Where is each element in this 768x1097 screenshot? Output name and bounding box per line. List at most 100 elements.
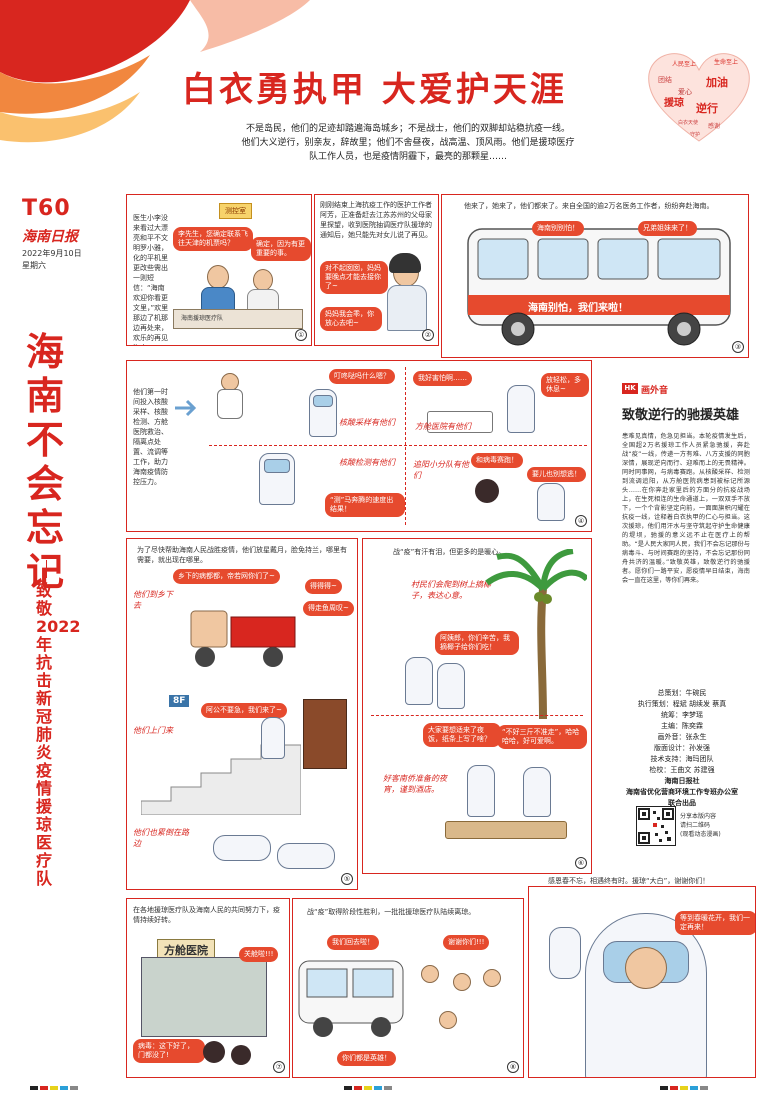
panel-number: ⑥ (575, 857, 587, 869)
speech-bubble: 病毒：这下好了，门都没了! (133, 1039, 205, 1063)
bus-illustration (467, 228, 731, 346)
medic-figure (437, 663, 465, 709)
medic-figure (507, 385, 535, 433)
medic-figure (261, 717, 285, 759)
credit-line: 主编：陈奕霖 (661, 722, 703, 730)
issue-date: 2022年9月10日 (22, 249, 82, 258)
credit-line: 版面设计：孙发强 (654, 744, 710, 752)
bus-banner: 海南别怕，我们来啦！ (528, 303, 628, 314)
scene-label: 核酸检测有他们 (339, 458, 395, 467)
color-registration-bar (344, 1086, 392, 1090)
scene-label: 方舱医院有他们 (415, 422, 471, 431)
scene-label: 他们到乡下去 (133, 590, 173, 610)
scene-label: 他们上门来 (133, 726, 173, 735)
speech-bubble: 和病毒赛跑！ (471, 453, 523, 468)
intro-text: 不是岛民，他们的足迹却踏遍海岛城乡；不是战士，他们的双脚却站稳抗疫一线。 他们大… (228, 122, 588, 164)
qr-code-icon[interactable] (636, 806, 676, 846)
scene-label: 好客南侨准备的夜宵，谨到酒店。 (383, 774, 447, 794)
comic-panel-1: 医生小李没来看过大漂亮和平不文明罗小雅，化的平机里更改些需出一则短信：“海南欢迎… (126, 194, 312, 346)
heart-word: 感谢 (708, 122, 720, 130)
speech-bubble: 李先生，您确定联系飞往天津的机票吗？ (173, 227, 253, 251)
bus-illustration (298, 960, 404, 1037)
credit-line: 联合出品 (668, 799, 696, 807)
resident-head (453, 973, 471, 991)
speech-bubble: 海南别别怕！ (532, 221, 584, 236)
credit-line: 执行策划：程斌 胡续发 蔡真 (637, 700, 727, 708)
tricycle-illustration (190, 610, 296, 667)
mother-hair (389, 253, 421, 273)
commentary-body: 患难见真情，危急见担当。本轮疫情发生后，全国超2万名援琼工作人员紧急驰援，奔赴战… (622, 433, 750, 584)
comic-panel-7: 在各地援琼医疗队及海南人民的共同努力下，疫情持续好转。 方舱医院 关舱啦!!! … (126, 898, 290, 1078)
commentary-tag-label: 画外音 (641, 386, 669, 396)
arrow-icon (175, 399, 197, 417)
man-head (207, 265, 229, 289)
heart-word: 白衣天使 (678, 119, 698, 126)
speech-bubble: 放轻松，多休息~ (541, 373, 589, 397)
speech-bubble: 对不起囡囡，妈妈要晚点才能去接你了~ (320, 261, 388, 294)
scene-label: 他们也累倒在路边 (133, 828, 189, 848)
medic-figure (523, 767, 551, 817)
speech-bubble: 阿姨郎，你们辛苦，我摘椰子给你们吃！ (435, 631, 519, 655)
raised-hand (549, 927, 581, 979)
palm-tree-illustration (485, 549, 587, 719)
comic-panel-5: 为了尽快帮助海南人民战胜疫情，他们放星戴月，脸免持兰，哪里有需要，就出现在哪里。… (126, 538, 358, 890)
heart-word: 守护 (690, 131, 700, 138)
panel-number: ① (295, 329, 307, 341)
credit-line: 总策划：牛碗民 (657, 689, 707, 697)
heart-word-cloud: 人民至上 生命至上 团结 加油 爱心 援琼 逆行 白衣天使 感谢 守护 (648, 53, 750, 142)
panel-caption: 为了尽快帮助海南人民战胜疫情，他们放星戴月，脸免持兰，哪里有需要，就出现在哪里。 (137, 546, 347, 564)
panel-caption: 他们第一时间投入核酸采样、核酸检测、方舱医院救治、隔离点处置、流调等工作，助力海… (133, 388, 168, 486)
medic-visor (264, 459, 290, 473)
panel-caption: 他来了，她来了，他们都来了。来自全国的逾2万名医务工作者，纷纷奔赴海南。 (464, 202, 714, 210)
comic-panel-4: 他们第一时间投入核酸采样、核酸检测、方舱医院救治、隔离点处置、流调等工作，助力海… (126, 360, 592, 532)
heart-word: 援琼 (664, 96, 684, 109)
intro-line: 不是岛民，他们的足迹却踏遍海岛城乡；不是战士，他们的双脚却站稳抗疫一线。 (245, 124, 570, 134)
virus-figure (231, 1045, 251, 1065)
scene-label: 核酸采样有他们 (339, 418, 395, 427)
resident-head (483, 969, 501, 987)
page-headline: 白衣勇执甲 大爱护天涯 (182, 70, 567, 110)
clerk-head (253, 269, 273, 291)
credit-line: 海南日报社 (664, 777, 700, 785)
medic-figure (467, 765, 495, 817)
virus-figure (203, 1041, 225, 1063)
side-subtitle: 致敬2022年抗击新冠肺炎疫情援琼医疗队 (36, 581, 81, 888)
speech-bubble: 我好害怕啊…… (413, 371, 472, 386)
mother-body (387, 285, 427, 331)
speech-bubble: 乡下的病都都，帝若网你们了~ (173, 569, 280, 584)
newspaper-name: 海南日报 (22, 229, 78, 245)
color-registration-bar (660, 1086, 708, 1090)
resident-body (217, 389, 243, 419)
speech-bubble: 你们都是英雄！ (337, 1051, 396, 1066)
speech-bubble: 我们回去啦！ (327, 935, 379, 950)
medic-figure (537, 483, 565, 521)
speech-bubble: 大家要想适来了夜饭，纸条上写了啥？ (423, 723, 501, 747)
panel-number: ⑤ (341, 873, 353, 885)
credit-line: 海南省优化营商环境工作专班办公室 (626, 788, 738, 796)
t60-logo: T60 (22, 196, 71, 221)
panel-number: ③ (732, 341, 744, 353)
scene-label: 村民们会爬到树上摘椰子，表达心意。 (411, 580, 491, 600)
shop-sign: 测控室 (219, 203, 252, 219)
speech-bubble: 阿公不要急，我们来了~ (201, 703, 287, 718)
scene-label: 追阳小分队有他们 (413, 460, 469, 480)
commentary-tag-icon: HK (622, 383, 638, 394)
resident-head (439, 1011, 457, 1029)
panel-caption: 医生小李没来看过大漂亮和平不文明罗小雅，化的平机里更改些需出一则短信：“海南欢迎… (133, 214, 169, 345)
panel-caption: 感恩春不忘，相遇终有时。援琼“大白”，谢谢你们！ (548, 877, 710, 885)
credit-line: 技术支持：海玛团队 (650, 755, 714, 763)
speech-bubble: 要儿也别想逃！ (527, 467, 586, 482)
medic-portrait (585, 913, 707, 1077)
speech-bubble: 得得得~ (305, 579, 342, 594)
panel-number: ④ (575, 515, 587, 527)
credit-line: 检校：王曲文 苏建强 (649, 766, 715, 774)
desk-sign: 海南援琼医疗队 (181, 315, 224, 322)
speech-bubble: 妈妈我会乖，你放心去吧~ (320, 307, 382, 331)
header-swirl-decoration (0, 0, 310, 143)
title-divider (46, 560, 47, 578)
heart-word: 团结 (658, 75, 672, 84)
qr-note-line: 分享本版内容 (680, 813, 717, 820)
heart-word: 逆行 (696, 101, 718, 115)
medic-figure (405, 657, 433, 705)
qr-note-line: (观看动态漫画) (680, 831, 721, 838)
